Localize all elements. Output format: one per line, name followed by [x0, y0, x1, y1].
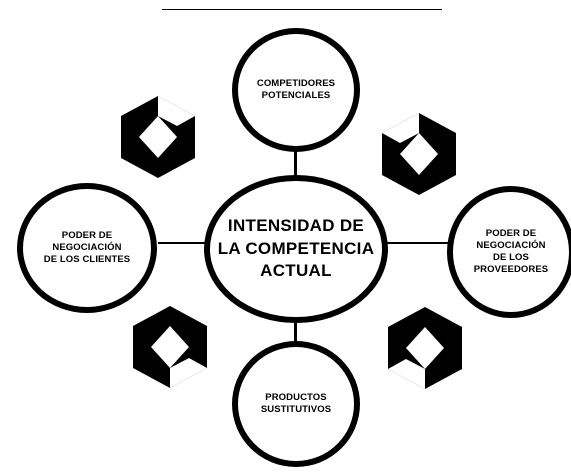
top-divider-line — [162, 9, 442, 10]
node-bottom-label: PRODUCTOS SUSTITUTIVOS — [260, 391, 332, 415]
node-left-clientes: PODER DE NEGOCIACIÓN DE LOS CLIENTES — [17, 183, 157, 313]
hexagon-arrow-icon — [133, 306, 207, 388]
hexagon-arrow-icon — [121, 96, 195, 178]
connector-left — [158, 242, 208, 244]
node-top-competidores: COMPETIDORES POTENCIALES — [232, 28, 360, 152]
node-right-proveedores: PODER DE NEGOCIACIÓN DE LOS PROVEEDORES — [447, 186, 571, 318]
hexagon-arrow-icon — [382, 113, 456, 195]
connector-bottom — [294, 316, 297, 358]
node-center-label: INTENSIDAD DE LA COMPETENCIA ACTUAL — [217, 216, 375, 281]
connector-top — [294, 148, 297, 190]
node-top-label: COMPETIDORES POTENCIALES — [256, 77, 336, 101]
node-left-label: PODER DE NEGOCIACIÓN DE LOS CLIENTES — [43, 229, 131, 266]
hexagon-arrow-icon — [388, 307, 462, 389]
node-right-label: PODER DE NEGOCIACIÓN DE LOS PROVEEDORES — [473, 227, 549, 276]
node-bottom-productos: PRODUCTOS SUSTITUTIVOS — [232, 341, 360, 467]
connector-right — [383, 242, 453, 244]
node-center-intensidad: INTENSIDAD DE LA COMPETENCIA ACTUAL — [204, 175, 388, 323]
